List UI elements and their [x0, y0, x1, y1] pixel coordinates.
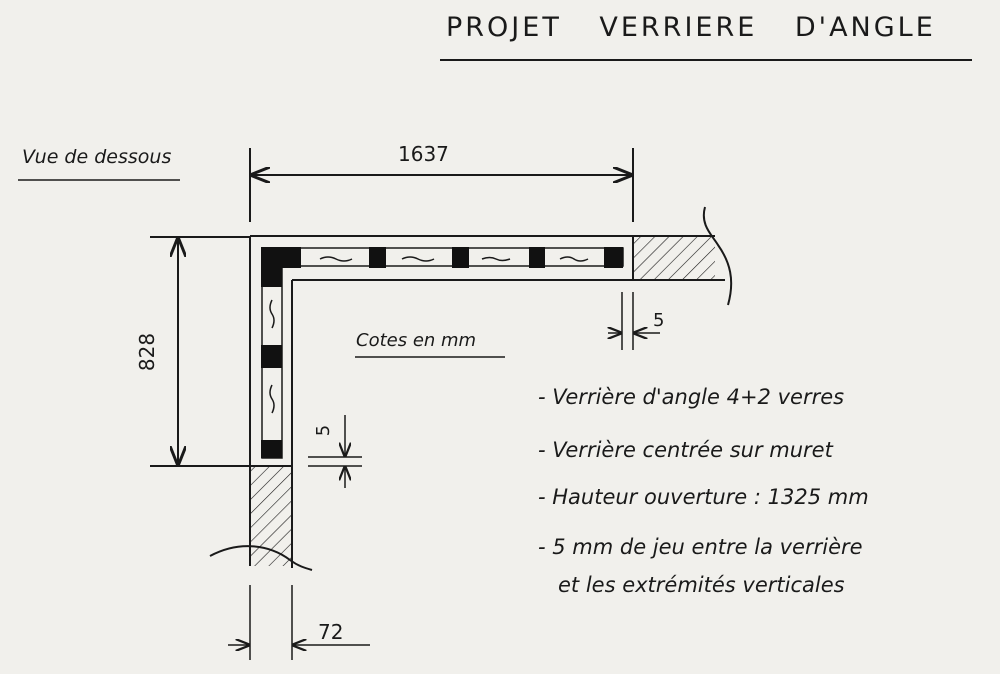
dimension-1637: [249, 148, 634, 222]
note-item: et les extrémités verticales: [558, 573, 845, 597]
dimension-gap-right-label: 5: [653, 310, 665, 331]
right-wall-hatch: [633, 237, 715, 280]
note-item: - 5 mm de jeu entre la verrière: [538, 535, 863, 559]
left-wall-hatch: [250, 466, 292, 566]
view-label: Vue de dessous: [22, 146, 172, 168]
glass-marks: [269, 256, 589, 414]
note-item: - Verrière d'angle 4+2 verres: [538, 385, 845, 409]
dimension-828: [150, 236, 250, 467]
page-title: PROJET VERRIERE D'ANGLE: [446, 12, 936, 43]
dimension-width-label: 1637: [398, 142, 449, 166]
left-wall-break: [209, 545, 313, 571]
note-item: - Verrière centrée sur muret: [538, 438, 833, 462]
dimension-wall-label: 72: [318, 620, 344, 644]
dimension-gap-left-label: 5: [313, 424, 335, 437]
note-item: - Hauteur ouverture : 1325 mm: [538, 485, 869, 509]
dimension-72: [228, 585, 370, 660]
right-wall-break: [702, 206, 733, 306]
units-label: Cotes en mm: [356, 330, 477, 351]
dimension-gap-left: [308, 415, 362, 488]
dimension-gap-right: [608, 292, 660, 350]
mullions: [261, 247, 623, 458]
dimension-depth-label: 828: [135, 332, 160, 372]
